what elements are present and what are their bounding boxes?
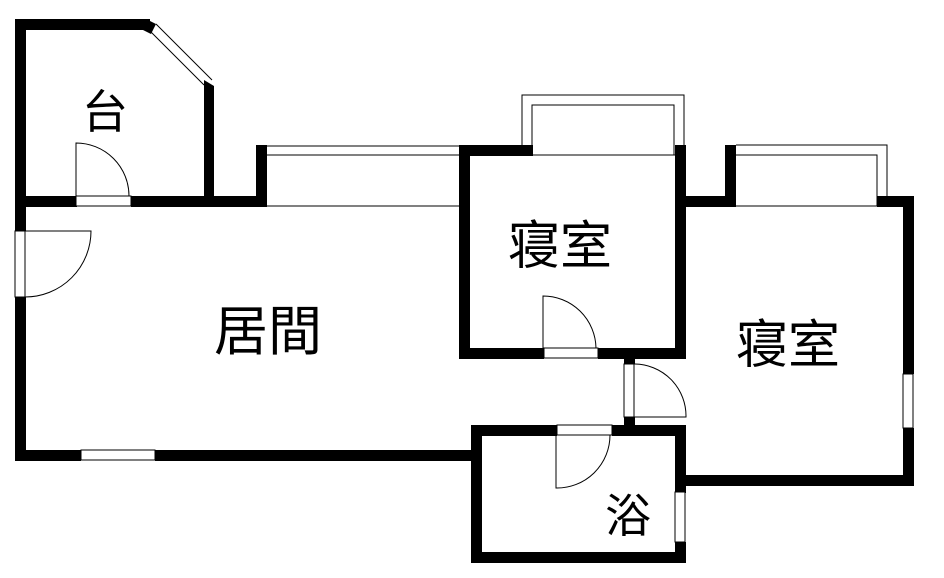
bedroom-2-side-window [902,373,914,429]
bedroom-1-balcony-window [521,94,685,156]
room-label-bedroom-2: 寝室 [736,316,840,376]
living-top-window [267,145,459,207]
kitchen-walls [15,19,266,231]
living-entrance-door [14,230,92,298]
hallway-door [623,358,687,427]
bath-walls [471,425,686,563]
room-label-bedroom-1: 寝室 [508,217,612,277]
living-walls [15,145,481,461]
bedroom-1-walls [459,145,686,359]
room-label-kitchen: 台 [82,85,128,139]
room-label-bath: 浴 [605,489,651,543]
bedroom-1-door [542,295,599,359]
bath-window [674,491,686,543]
kitchen-door [75,142,132,207]
bedroom-2-balcony-window [736,144,888,207]
kitchen-diagonal-window [149,23,213,86]
bedroom-2-walls [685,145,914,486]
bath-door [555,424,613,489]
living-window-bottom [80,449,156,461]
room-label-living: 居間 [214,300,322,363]
